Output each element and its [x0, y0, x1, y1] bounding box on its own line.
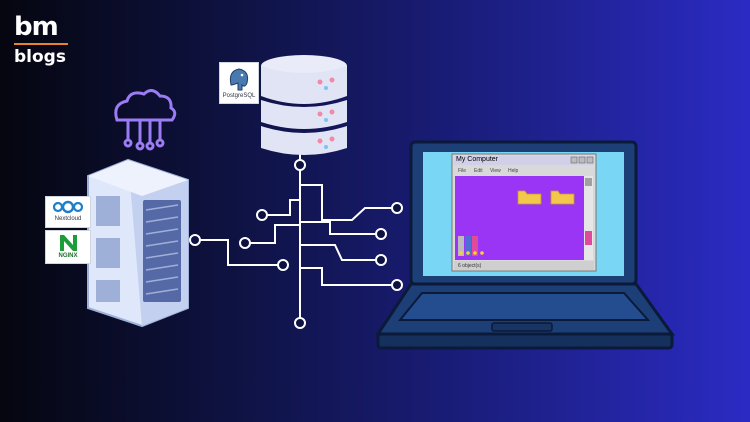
elephant-icon	[229, 68, 249, 91]
nextcloud-rings-icon	[52, 200, 84, 214]
menu-help[interactable]: Help	[508, 168, 519, 174]
server-rack-icon	[87, 158, 189, 328]
menu-edit[interactable]: Edit	[474, 168, 483, 174]
cloud-network-icon	[114, 89, 177, 151]
postgresql-logo: PostgreSQL	[219, 62, 259, 104]
nginx-logo: NGINX	[45, 230, 91, 264]
binder-icon	[458, 236, 485, 256]
window-status: 6 object(s)	[458, 263, 482, 269]
window-title: My Computer	[456, 156, 499, 163]
folder-icon	[517, 190, 575, 205]
circuit-lines	[195, 152, 396, 322]
brand-logo[interactable]: bm blogs	[14, 14, 68, 66]
nextcloud-label: Nextcloud	[54, 216, 82, 222]
brand-underline	[14, 43, 68, 45]
nginx-n-icon	[60, 235, 77, 251]
my-computer-window	[451, 153, 597, 272]
brand-name: bm	[14, 12, 59, 42]
postgresql-label: PostgreSQL	[222, 93, 256, 99]
brand-subtitle: blogs	[14, 47, 66, 67]
menu-file[interactable]: File	[458, 168, 467, 174]
database-icon	[261, 55, 347, 155]
circuit-nodes	[189, 159, 403, 329]
nextcloud-logo: Nextcloud	[45, 196, 91, 228]
menu-view[interactable]: View	[490, 168, 501, 174]
nginx-label: NGINX	[58, 253, 78, 259]
